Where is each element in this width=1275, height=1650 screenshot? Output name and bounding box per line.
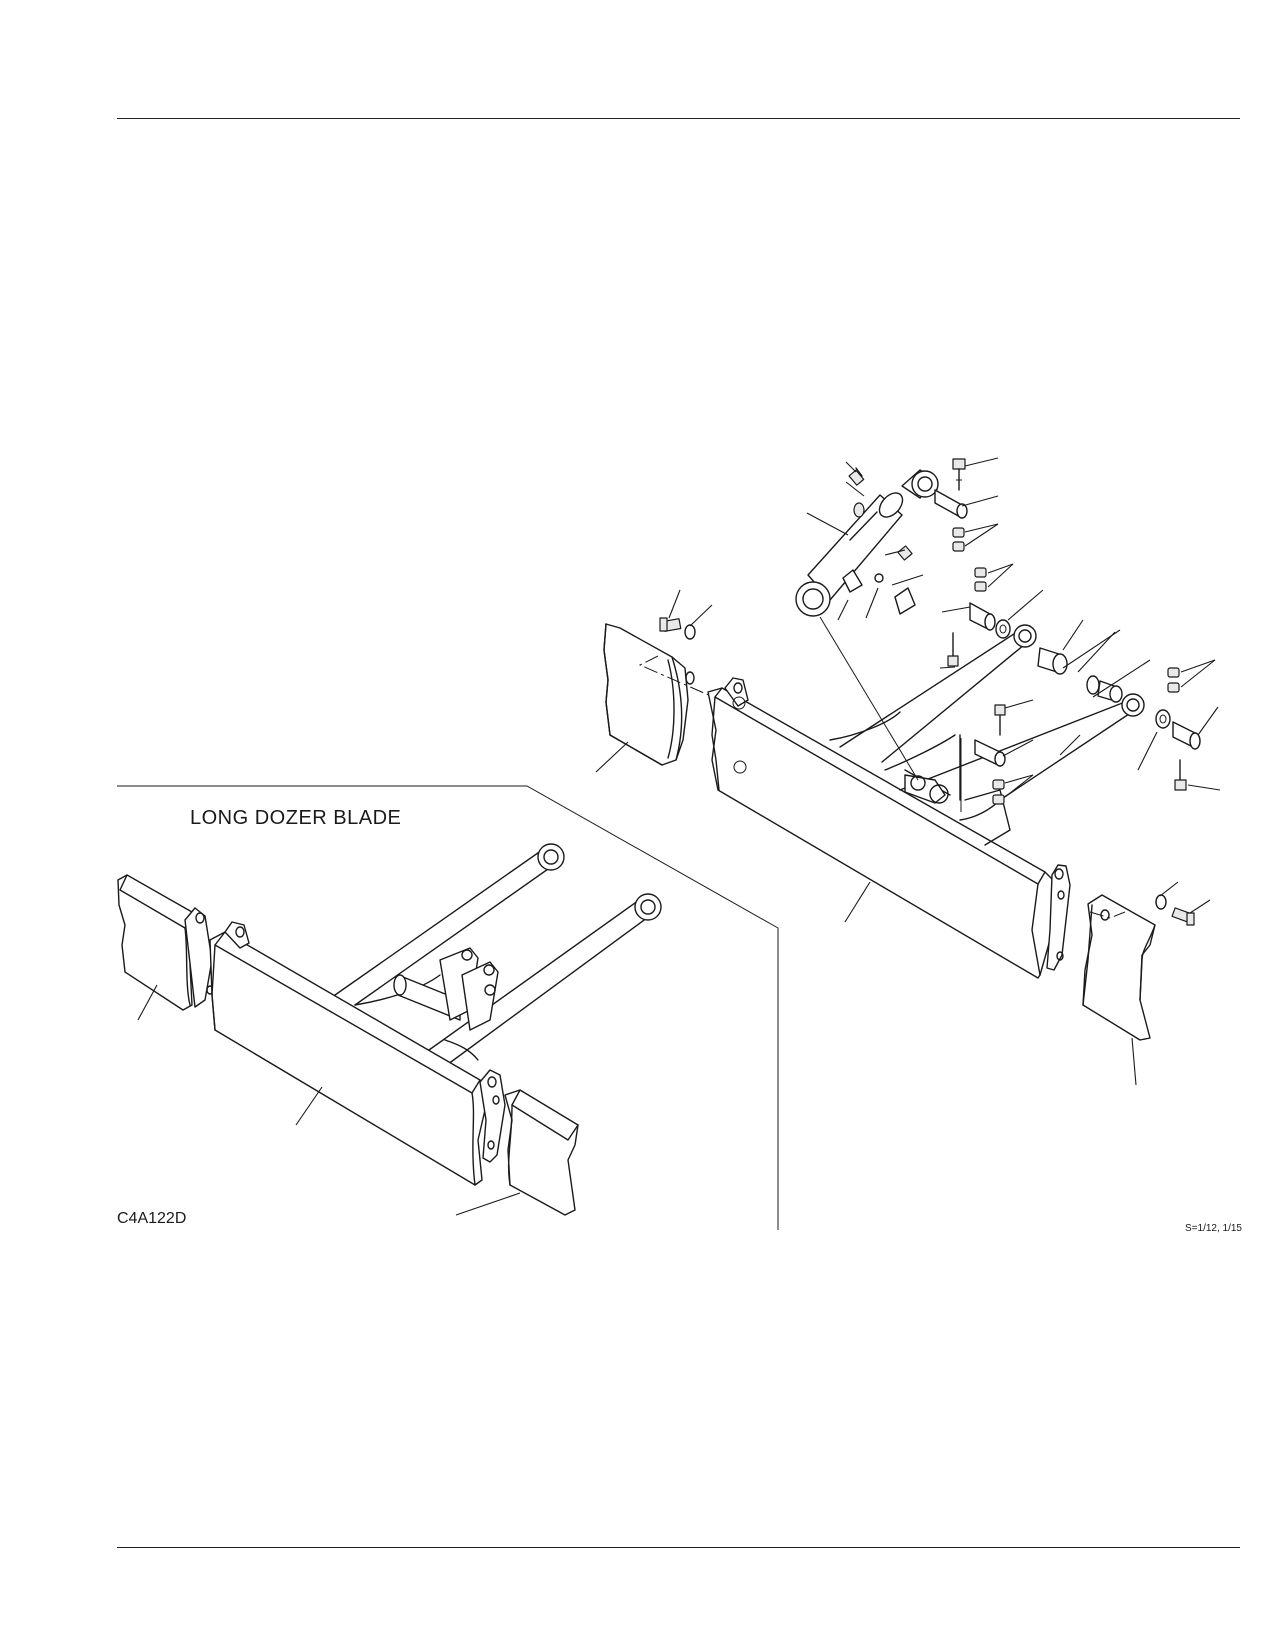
nuts-2	[974, 567, 987, 592]
inset-main-blade	[209, 921, 506, 1186]
bolt-left	[659, 617, 682, 632]
inset-frame	[117, 785, 779, 1230]
nuts-3	[1167, 667, 1180, 693]
nuts-4	[992, 779, 1005, 805]
main-blade	[707, 677, 1071, 979]
pin-1	[934, 489, 968, 519]
inset-left-end-bit	[117, 874, 214, 1011]
bolt-2	[947, 632, 959, 667]
washer-2	[1086, 675, 1100, 695]
inset-title: LONG DOZER BLADE	[190, 807, 402, 829]
bushing-1	[1037, 647, 1068, 675]
top-rule	[117, 118, 1240, 119]
washer-right	[1155, 894, 1167, 910]
scale-note: S=1/12, 1/15	[1185, 1223, 1242, 1234]
hydraulic-cylinder	[795, 469, 939, 617]
leader-lines	[595, 457, 1221, 1086]
bolt-1	[952, 458, 966, 491]
bolt-3	[1174, 759, 1187, 791]
blade-frame	[829, 624, 1145, 846]
main-blade-assembly	[595, 457, 1221, 1086]
pin-3	[1172, 721, 1201, 750]
grease-fitting-2	[897, 545, 913, 561]
right-end-bit	[1082, 894, 1156, 1041]
pin-2	[969, 602, 996, 631]
washer-1	[995, 619, 1011, 639]
bolt-4	[994, 704, 1006, 736]
inset-arms	[334, 843, 662, 1071]
hardware-items	[659, 458, 1201, 926]
pin-4	[974, 739, 1006, 767]
figure-code: C4A122D	[117, 1210, 187, 1227]
inset-right-end-bit	[504, 1089, 579, 1216]
inset-leader-lines	[137, 984, 521, 1216]
grease-fitting-1	[848, 467, 865, 486]
nuts-1	[952, 527, 965, 552]
left-end-bit	[603, 623, 721, 766]
assembly-centerline	[819, 616, 919, 781]
washer-left	[684, 624, 696, 640]
bolt-right	[1171, 907, 1195, 926]
inset-long-dozer-blade	[117, 843, 662, 1216]
washer-3	[1155, 709, 1171, 729]
bottom-rule	[117, 1547, 1240, 1548]
